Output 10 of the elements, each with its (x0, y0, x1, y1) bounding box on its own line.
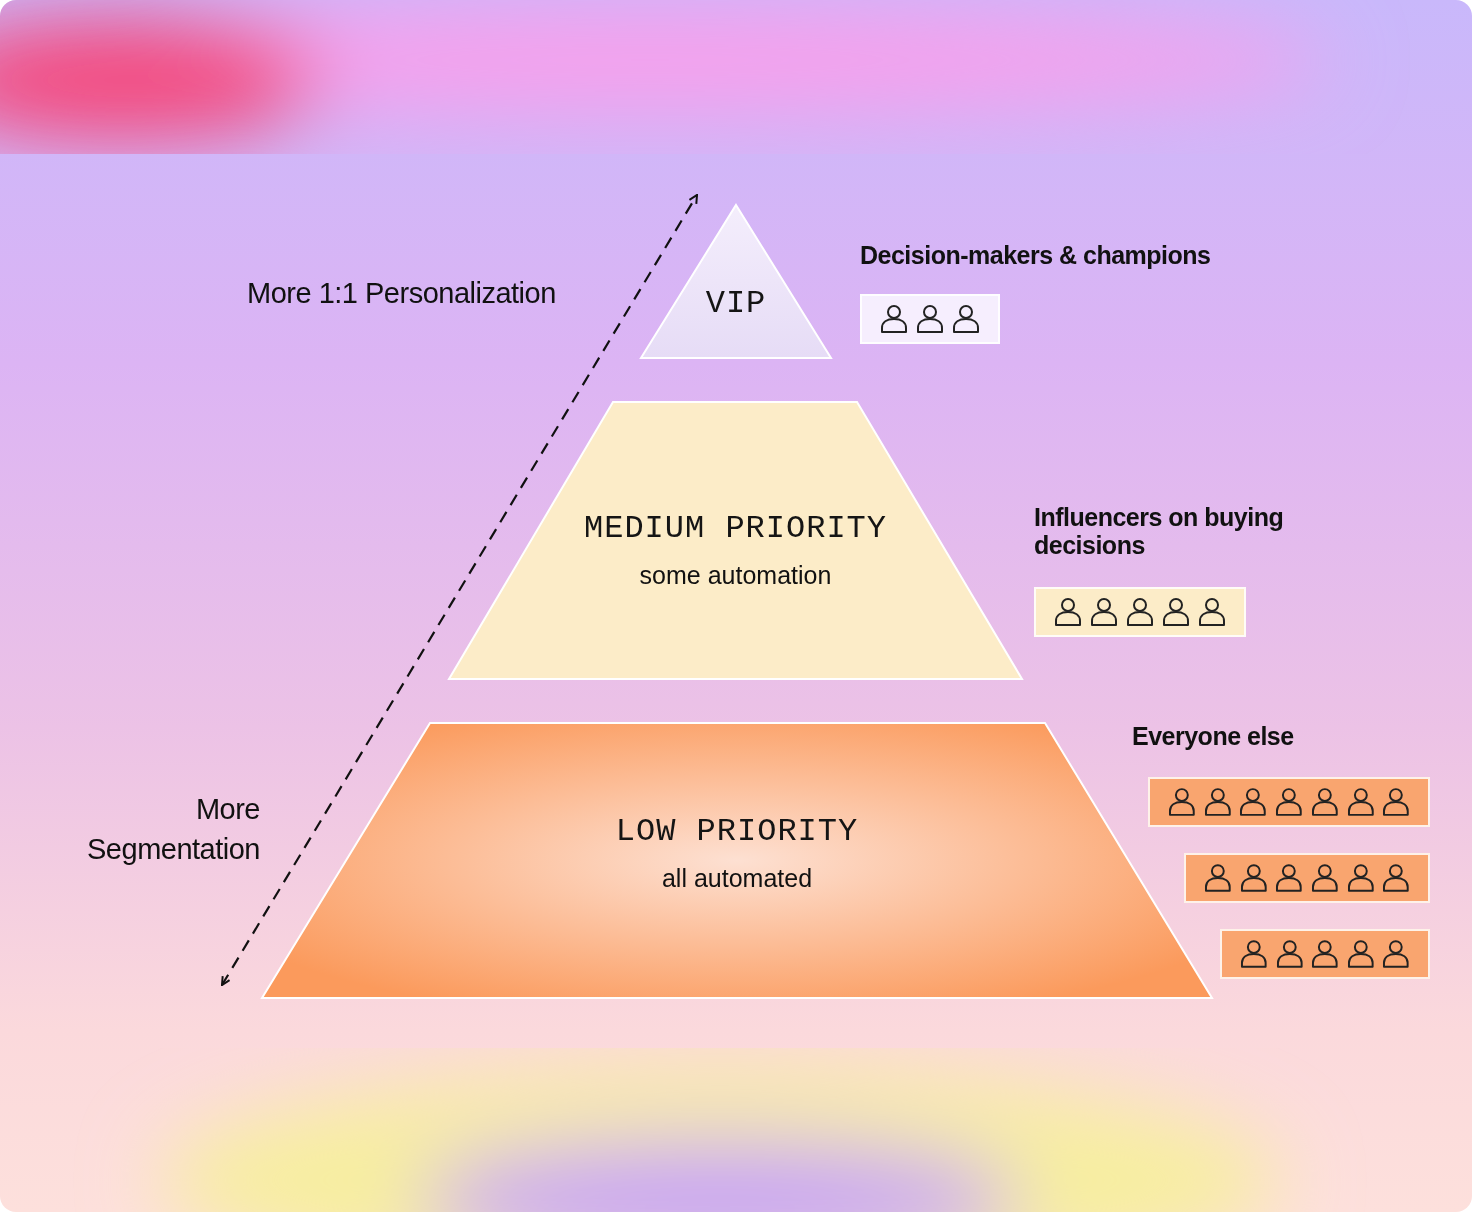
tier-title: MEDIUM PRIORITY (583, 510, 887, 547)
axis-label: More 1:1 Personalization (247, 276, 557, 311)
tier-subtitle: some automation (639, 561, 832, 590)
audience-caption: Decision-makers & champions (860, 241, 1211, 269)
axis-label: More Segmentation (86, 792, 260, 867)
tier-subtitle: all automated (661, 864, 813, 893)
tier-title: VIP (705, 285, 767, 322)
audience-caption: Influencers on buying decisions (1034, 503, 1285, 559)
audience-caption: Everyone else (1132, 722, 1294, 750)
tier-title: LOW PRIORITY (615, 813, 859, 850)
